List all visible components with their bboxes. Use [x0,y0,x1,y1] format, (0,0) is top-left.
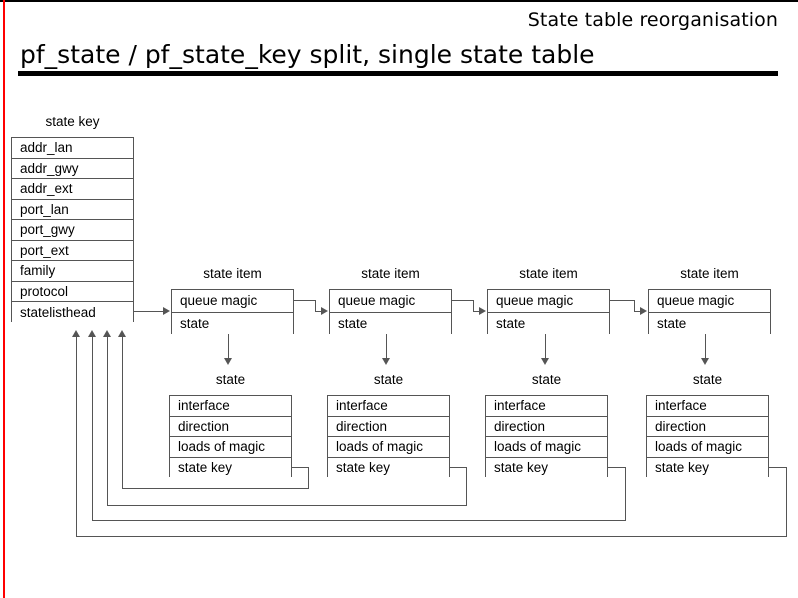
connector-item1-item2-drop [315,300,316,311]
feedback4-rise [76,336,77,537]
feedback2-rise [107,336,108,506]
state-key-row: addr_gwy [12,158,133,179]
state-key-table: addr_lan addr_gwy addr_ext port_lan port… [11,137,134,323]
arrowhead-item2 [321,307,328,315]
feedback2-stub [450,467,467,468]
state-key-row: family [12,261,133,282]
connector-item3-item4-drop [634,300,635,311]
feedback3-run [92,520,626,521]
state-key-row: port_lan [12,199,133,220]
connector-item1-item2-top [294,300,316,301]
state-key-row: protocol [12,281,133,302]
state-row: loads of magic [328,437,449,458]
feedback4-run [76,536,787,537]
connector-item3-item4-top [610,300,635,301]
state-item-table-1: queue magic state [171,289,294,335]
state-row: interface [647,396,768,417]
state-caption-1: state [215,372,246,387]
state-row: state key [170,457,291,478]
state-item-table-2: queue magic state [329,289,452,335]
connector-item1-item2-bottom [315,311,324,312]
state-row: interface [170,396,291,417]
arrowhead-state1 [224,358,232,365]
page-title: pf_state / pf_state_key split, single st… [20,40,595,69]
state-row: direction [647,416,768,437]
slide-top-rule [0,0,798,2]
state-row: loads of magic [170,437,291,458]
state-key-row: port_gwy [12,220,133,241]
arrowhead-item1 [163,307,170,315]
arrowhead-statekey-feedback-2 [88,330,96,337]
connector-item4-to-state4 [705,334,706,360]
state-item-table-4: queue magic state [648,289,771,335]
connector-item3-item4-bottom [634,311,643,312]
state-item-row: state [330,312,451,335]
state-row: state key [647,457,768,478]
feedback1-drop [308,467,309,489]
state-item-row: queue magic [330,290,451,313]
state-item-row: state [649,312,770,335]
state-item-row: queue magic [488,290,609,313]
state-item-caption-2: state item [361,266,420,281]
state-row: direction [170,416,291,437]
state-row: loads of magic [486,437,607,458]
state-table-4: interface direction loads of magic state… [646,395,769,478]
connector-statelisthead-to-item1 [134,311,164,312]
state-key-row: addr_ext [12,179,133,200]
feedback2-run [107,505,467,506]
title-underline [18,71,778,76]
state-table-2: interface direction loads of magic state… [327,395,450,478]
state-row: interface [486,396,607,417]
state-key-row: statelisthead [12,302,133,323]
state-caption-3: state [531,372,562,387]
state-row: interface [328,396,449,417]
arrowhead-state2 [382,358,390,365]
connector-item2-to-state2 [386,334,387,360]
state-item-row: state [172,312,293,335]
state-key-row: port_ext [12,240,133,261]
state-caption-4: state [692,372,723,387]
feedback1-rise [122,336,123,489]
feedback3-stub [608,467,626,468]
state-row: direction [328,416,449,437]
arrowhead-item3 [479,307,486,315]
slide-accent-bar [3,0,5,598]
state-item-caption-1: state item [203,266,262,281]
connector-item1-to-state1 [228,334,229,360]
state-item-table-3: queue magic state [487,289,610,335]
state-key-caption: state key [45,114,100,129]
feedback1-run [122,488,309,489]
feedback3-rise [92,336,93,521]
arrowhead-state4 [701,358,709,365]
feedback1-stub [292,467,309,468]
slide-kicker: State table reorganisation [527,9,778,31]
state-row: state key [328,457,449,478]
arrowhead-statekey-feedback-4 [118,330,126,337]
state-item-caption-4: state item [680,266,739,281]
state-row: loads of magic [647,437,768,458]
arrowhead-statekey-feedback-3 [103,330,111,337]
state-caption-2: state [373,372,404,387]
feedback3-drop [625,467,626,521]
state-item-row: state [488,312,609,335]
arrowhead-item4 [640,307,647,315]
state-table-3: interface direction loads of magic state… [485,395,608,478]
connector-item2-item3-bottom [473,311,482,312]
connector-item2-item3-drop [473,300,474,311]
connector-item3-to-state3 [545,334,546,360]
state-key-row: addr_lan [12,138,133,159]
feedback4-stub [769,467,787,468]
arrowhead-statekey-feedback-1 [72,330,80,337]
connector-item2-item3-top [452,300,474,301]
state-table-1: interface direction loads of magic state… [169,395,292,478]
arrowhead-state3 [541,358,549,365]
state-item-row: queue magic [172,290,293,313]
feedback2-drop [466,467,467,506]
feedback4-drop [786,467,787,537]
state-row: state key [486,457,607,478]
state-item-caption-3: state item [519,266,578,281]
state-row: direction [486,416,607,437]
state-item-row: queue magic [649,290,770,313]
